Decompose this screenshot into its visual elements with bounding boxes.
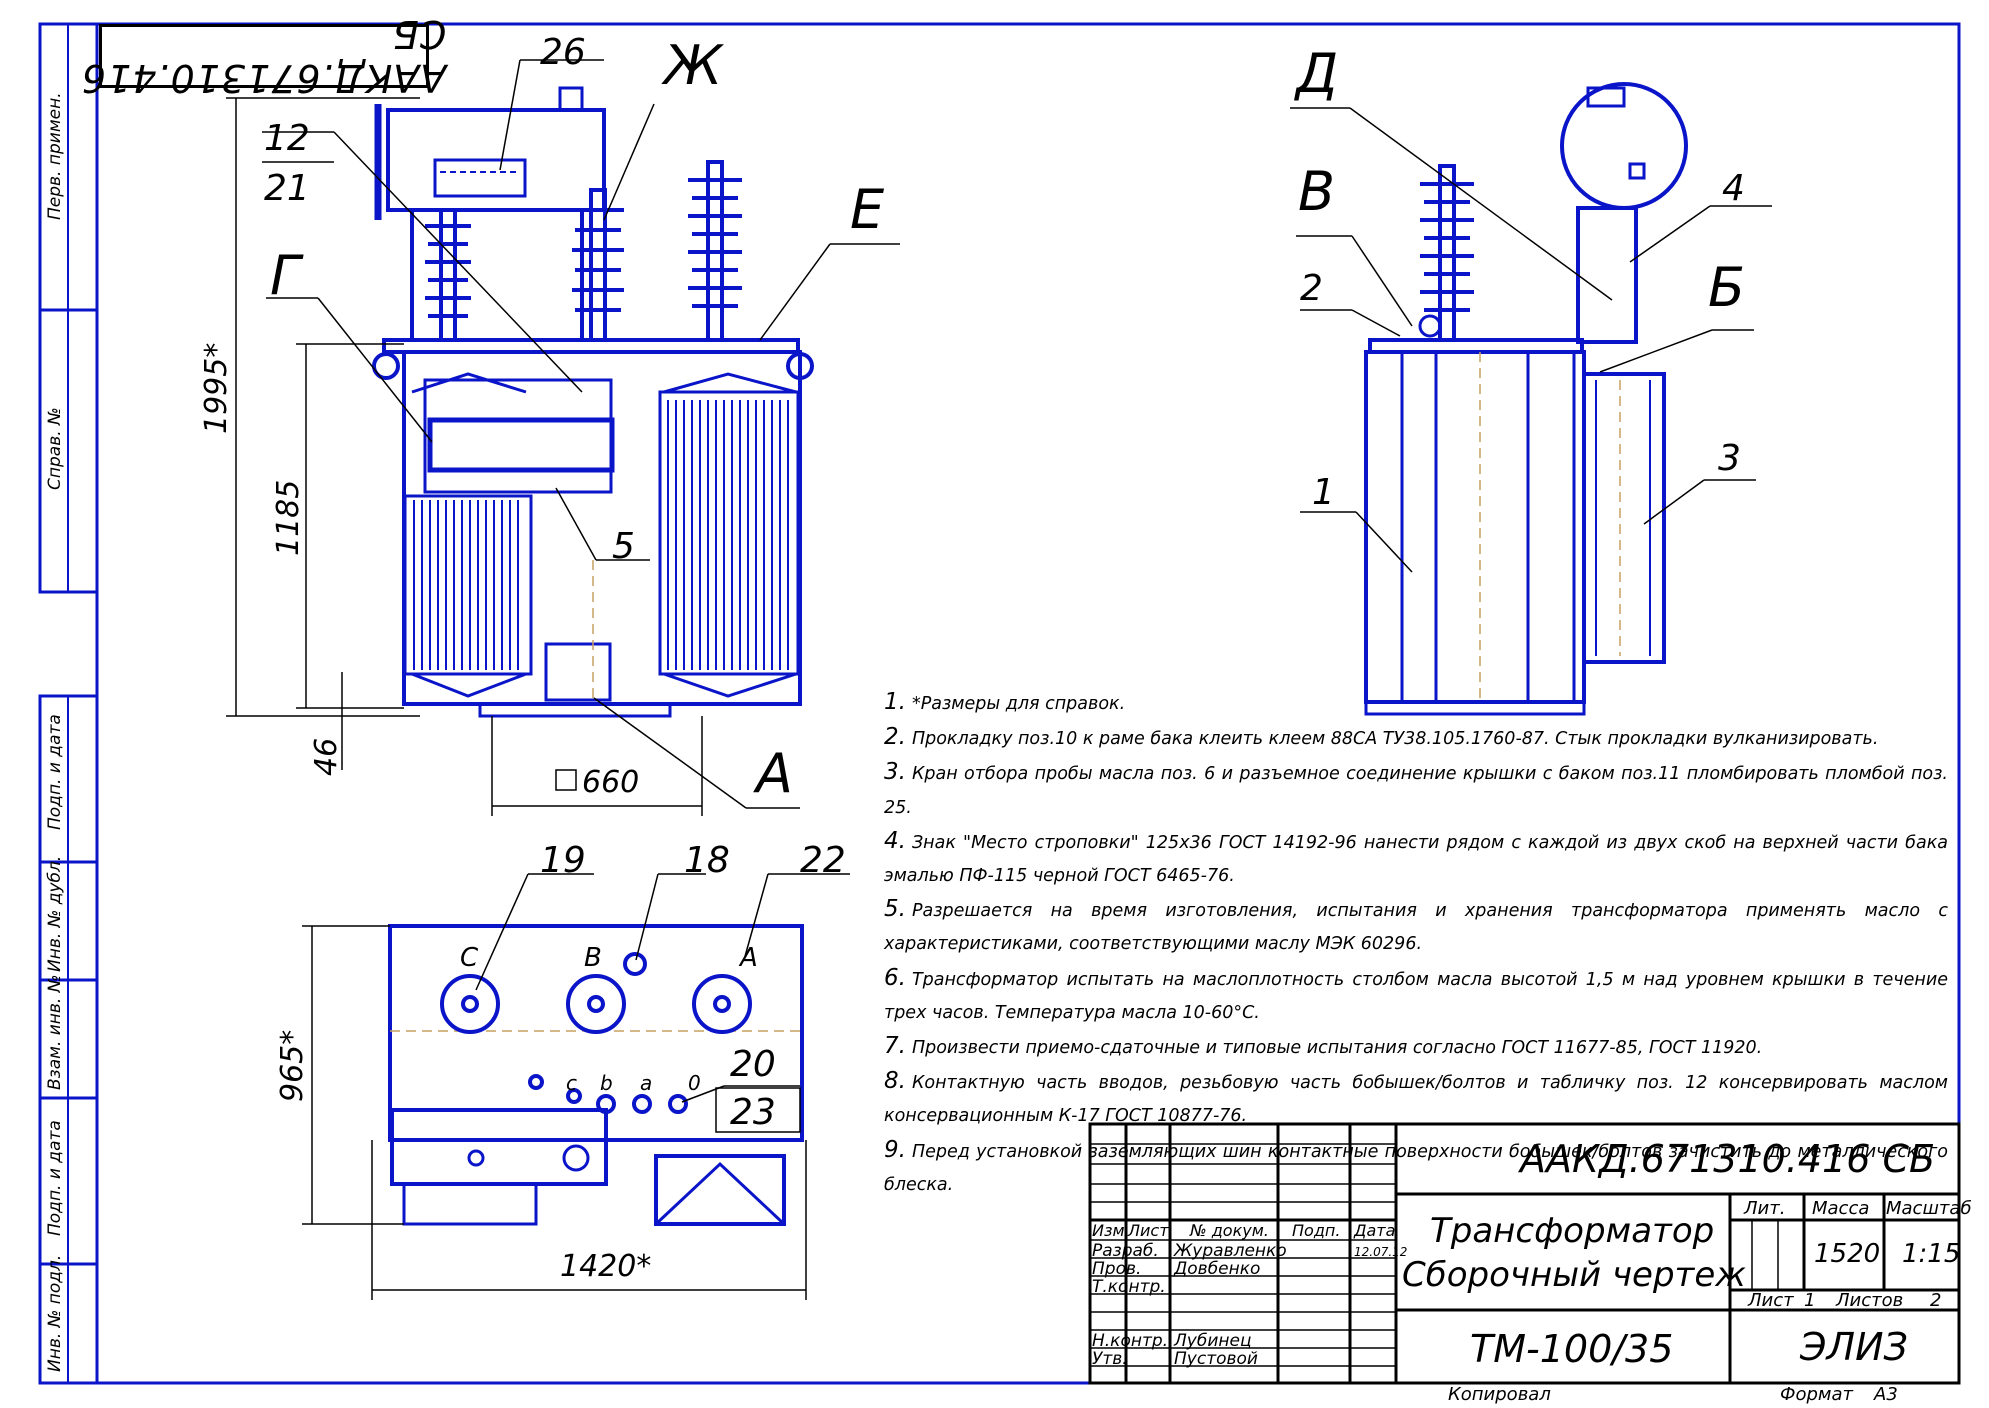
tb-listov-label: Листов [1835, 1290, 1903, 1311]
leader-lines [262, 59, 1772, 1133]
tb-hdr-data: Дата [1353, 1221, 1395, 1240]
side-label-perv-primen: Перв. примен. [45, 92, 65, 220]
phase-labels: C B A c b a 0 [460, 943, 758, 1095]
note-item: 8.Контактную часть вводов, резьбовую час… [884, 1068, 1948, 1127]
phase-0: 0 [688, 1071, 701, 1095]
callout-3: 3 [1718, 438, 1741, 479]
rotated-doc-code-stamp: ААКД.671310.416 СБ [81, 12, 446, 100]
tb-razrab: Разраб. [1092, 1241, 1159, 1261]
tb-utv: Утв. [1092, 1349, 1128, 1369]
tb-masshtab-hdr: Масштаб [1886, 1198, 1972, 1219]
title-block-thin-lines [1090, 1143, 1779, 1367]
tb-format-label: Формат [1780, 1384, 1854, 1405]
dimension-lines [226, 97, 807, 1300]
phase-A: A [738, 943, 758, 973]
tb-listov-val: 2 [1930, 1290, 1941, 1311]
callout-a: А [753, 742, 793, 805]
callout-19: 19 [540, 840, 586, 881]
tb-doc-code: ААКД.671310.416 СБ [1517, 1137, 1935, 1181]
callout-zh: Ж [661, 34, 725, 97]
note-item: 4.Знак "Место строповки" 125х36 ГОСТ 141… [884, 827, 1948, 887]
callout-d: Д [1294, 42, 1338, 105]
tb-list-label: Лист [1747, 1290, 1794, 1311]
callout-23: 23 [730, 1092, 776, 1133]
square-symbol [555, 769, 577, 791]
tb-hdr-ndokum: № докум. [1189, 1221, 1269, 1240]
callout-5: 5 [612, 526, 635, 567]
title-block-texts: ААКД.671310.416 СБ Изм. Лист № докум. По… [1092, 1137, 1972, 1405]
side-strip-labels: Перв. примен. Справ. № Подп. и дата Инв.… [45, 92, 65, 1372]
dim-1185: 1185 [271, 480, 306, 556]
top-view [388, 924, 804, 1226]
technical-requirements: 1.*Размеры для справок. 2.Прокладку поз.… [884, 686, 1948, 1202]
tb-title-line2: Сборочный чертеж [1402, 1255, 1746, 1295]
tb-prov-name: Довбенко [1173, 1259, 1260, 1279]
side-label-sprav-no: Справ. № [45, 407, 65, 490]
dim-965: 965* [275, 1030, 310, 1102]
tb-massa: 1520 [1814, 1239, 1880, 1269]
front-view [372, 86, 814, 718]
phase-b: b [600, 1071, 613, 1095]
tb-designation: ТМ-100/35 [1470, 1327, 1673, 1371]
tb-list-val: 1 [1804, 1290, 1815, 1311]
note-item: 3.Кран отбора пробы масла поз. 6 и разъе… [884, 759, 1948, 818]
tb-hdr-list: Лист [1127, 1221, 1169, 1240]
callout-2: 2 [1300, 268, 1323, 309]
side-view [1364, 82, 1688, 716]
callout-e: Е [850, 178, 885, 241]
tb-masshtab: 1:15 [1902, 1239, 1960, 1269]
phase-C: C [460, 943, 479, 973]
tb-tkontr: Т.контр. [1092, 1277, 1166, 1297]
dim-46: 46 [309, 738, 344, 776]
callout-26: 26 [540, 32, 586, 73]
phase-a: a [640, 1071, 652, 1095]
side-label-podp-data-1: Подп. и дата [45, 714, 65, 830]
side-label-inv-podl: Инв. № подл. [45, 1255, 65, 1372]
note-item: 1.*Размеры для справок. [884, 689, 1126, 715]
note-item: 9.Перед установкой заземляющих шин конта… [884, 1136, 1948, 1195]
tb-razrab-date: 12.07.12 [1354, 1245, 1407, 1259]
dimension-texts: 1995* 1185 46 660 965* 1420* [199, 343, 651, 1284]
note-item: 5.Разрешается на время изготовления, исп… [884, 896, 1948, 955]
tb-prov: Пров. [1092, 1259, 1141, 1279]
dim-1995: 1995* [199, 343, 234, 434]
callout-20: 20 [730, 1044, 776, 1085]
dim-1420: 1420* [560, 1249, 651, 1284]
callout-g: Г [270, 244, 304, 307]
tb-kopiroval: Копировал [1448, 1384, 1551, 1405]
tb-org: ЭЛИЗ [1799, 1325, 1908, 1369]
note-item: 6.Трансформатор испытать на маслоплотнос… [884, 964, 1948, 1023]
callout-1: 1 [1312, 472, 1335, 513]
sheet-frame [38, 22, 1961, 1385]
tb-massa-hdr: Масса [1812, 1198, 1869, 1219]
rotated-doc-code: ААКД.671310.416 СБ [81, 12, 447, 100]
note-item: 2.Прокладку поз.10 к раме бака клеить кл… [884, 724, 1879, 751]
callout-12: 12 [264, 118, 310, 159]
phase-B: B [584, 943, 602, 973]
callout-b: Б [1708, 256, 1745, 319]
phase-c: c [566, 1071, 577, 1095]
callout-v: В [1298, 160, 1335, 223]
side-label-vzam-inv: Взам. инв. № [45, 975, 65, 1090]
title-block-lines [1088, 1122, 1961, 1385]
tb-utv-name: Пустовой [1174, 1349, 1258, 1369]
dim-660: 660 [582, 765, 639, 800]
side-label-podp-data-2: Подп. и дата [45, 1120, 65, 1236]
callout-labels: 26 Ж 12 21 Г Е 5 А 19 18 22 20 23 Д В 2 … [264, 32, 1745, 1133]
callout-22: 22 [800, 840, 846, 881]
tb-nkontr: Н.контр. [1092, 1331, 1168, 1351]
tb-nkontr-name: Лубинец [1173, 1331, 1252, 1351]
callout-4: 4 [1722, 168, 1745, 209]
tb-hdr-izm: Изм. [1092, 1221, 1130, 1240]
tb-hdr-podp: Подп. [1292, 1221, 1340, 1240]
callout-18: 18 [684, 840, 730, 881]
tb-lit-hdr: Лит. [1743, 1198, 1785, 1219]
callout-21: 21 [264, 168, 310, 209]
tb-title-line1: Трансформатор [1430, 1211, 1714, 1251]
side-label-inv-dubl: Инв. № дубл. [45, 856, 65, 972]
tb-razrab-name: Журавленко [1173, 1241, 1287, 1261]
note-item: 7.Произвести приемо-сдаточные и типовые … [884, 1033, 1763, 1060]
tb-format-val: А3 [1873, 1384, 1898, 1405]
